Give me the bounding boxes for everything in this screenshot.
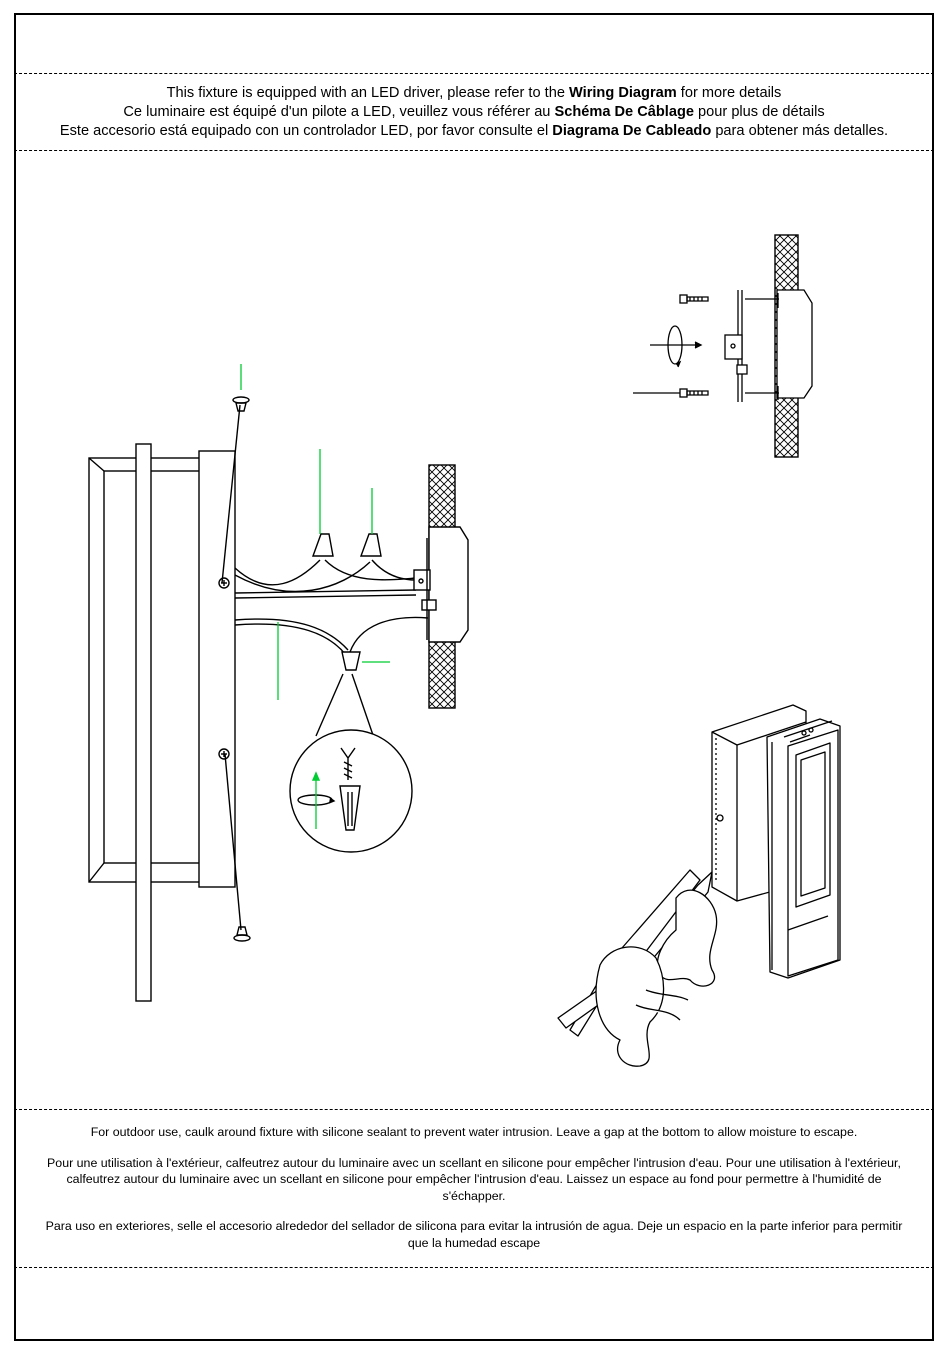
notice-spanish: Este accesorio está equipado con un cont… <box>59 123 889 139</box>
hand-icon <box>595 889 718 1067</box>
divider-notes-top <box>14 1109 934 1110</box>
bracket-screw-icon <box>679 294 709 398</box>
green-leader-lines <box>240 364 390 829</box>
wire-nut-icon <box>312 533 382 671</box>
note-english: For outdoor use, caulk around fixture wi… <box>90 1125 858 1139</box>
outdoor-caulking-notes: For outdoor use, caulk around fixture wi… <box>40 1124 908 1265</box>
bracket-junction-box <box>776 289 813 399</box>
wiring-figure <box>88 364 469 1002</box>
side-screw-icon <box>218 577 230 760</box>
note-french: Pour une utilisation à l'extérieur, calf… <box>47 1155 901 1203</box>
divider-notes-bottom <box>14 1267 934 1268</box>
caulked-fixture <box>711 704 841 979</box>
notice-french: Ce luminaire est équipé d'un pilote a LE… <box>123 104 825 120</box>
wire-nut-inset <box>289 673 413 853</box>
wiring-diagram-label: Wiring Diagram <box>569 85 677 101</box>
diagrama-de-cableado-label: Diagrama De Cableado <box>552 123 712 139</box>
fixture-backplate <box>198 450 236 888</box>
led-driver-notice: This fixture is equipped with an LED dri… <box>14 84 934 141</box>
fixture-bar <box>135 443 152 1002</box>
bracket-screw <box>421 599 437 611</box>
notice-english: This fixture is equipped with an LED dri… <box>166 85 782 101</box>
page-border <box>14 13 934 1341</box>
divider-top <box>14 73 934 74</box>
bracket-figure <box>633 234 813 458</box>
fixture-wires <box>234 559 429 656</box>
schema-de-cablage-label: Schéma De Câblage <box>554 104 694 120</box>
mounting-screw-icon <box>221 396 251 942</box>
divider-header-bottom <box>14 150 934 151</box>
junction-box <box>428 526 469 643</box>
caulking-figure <box>557 704 841 1067</box>
note-spanish: Para uso en exteriores, selle el accesor… <box>45 1219 903 1250</box>
